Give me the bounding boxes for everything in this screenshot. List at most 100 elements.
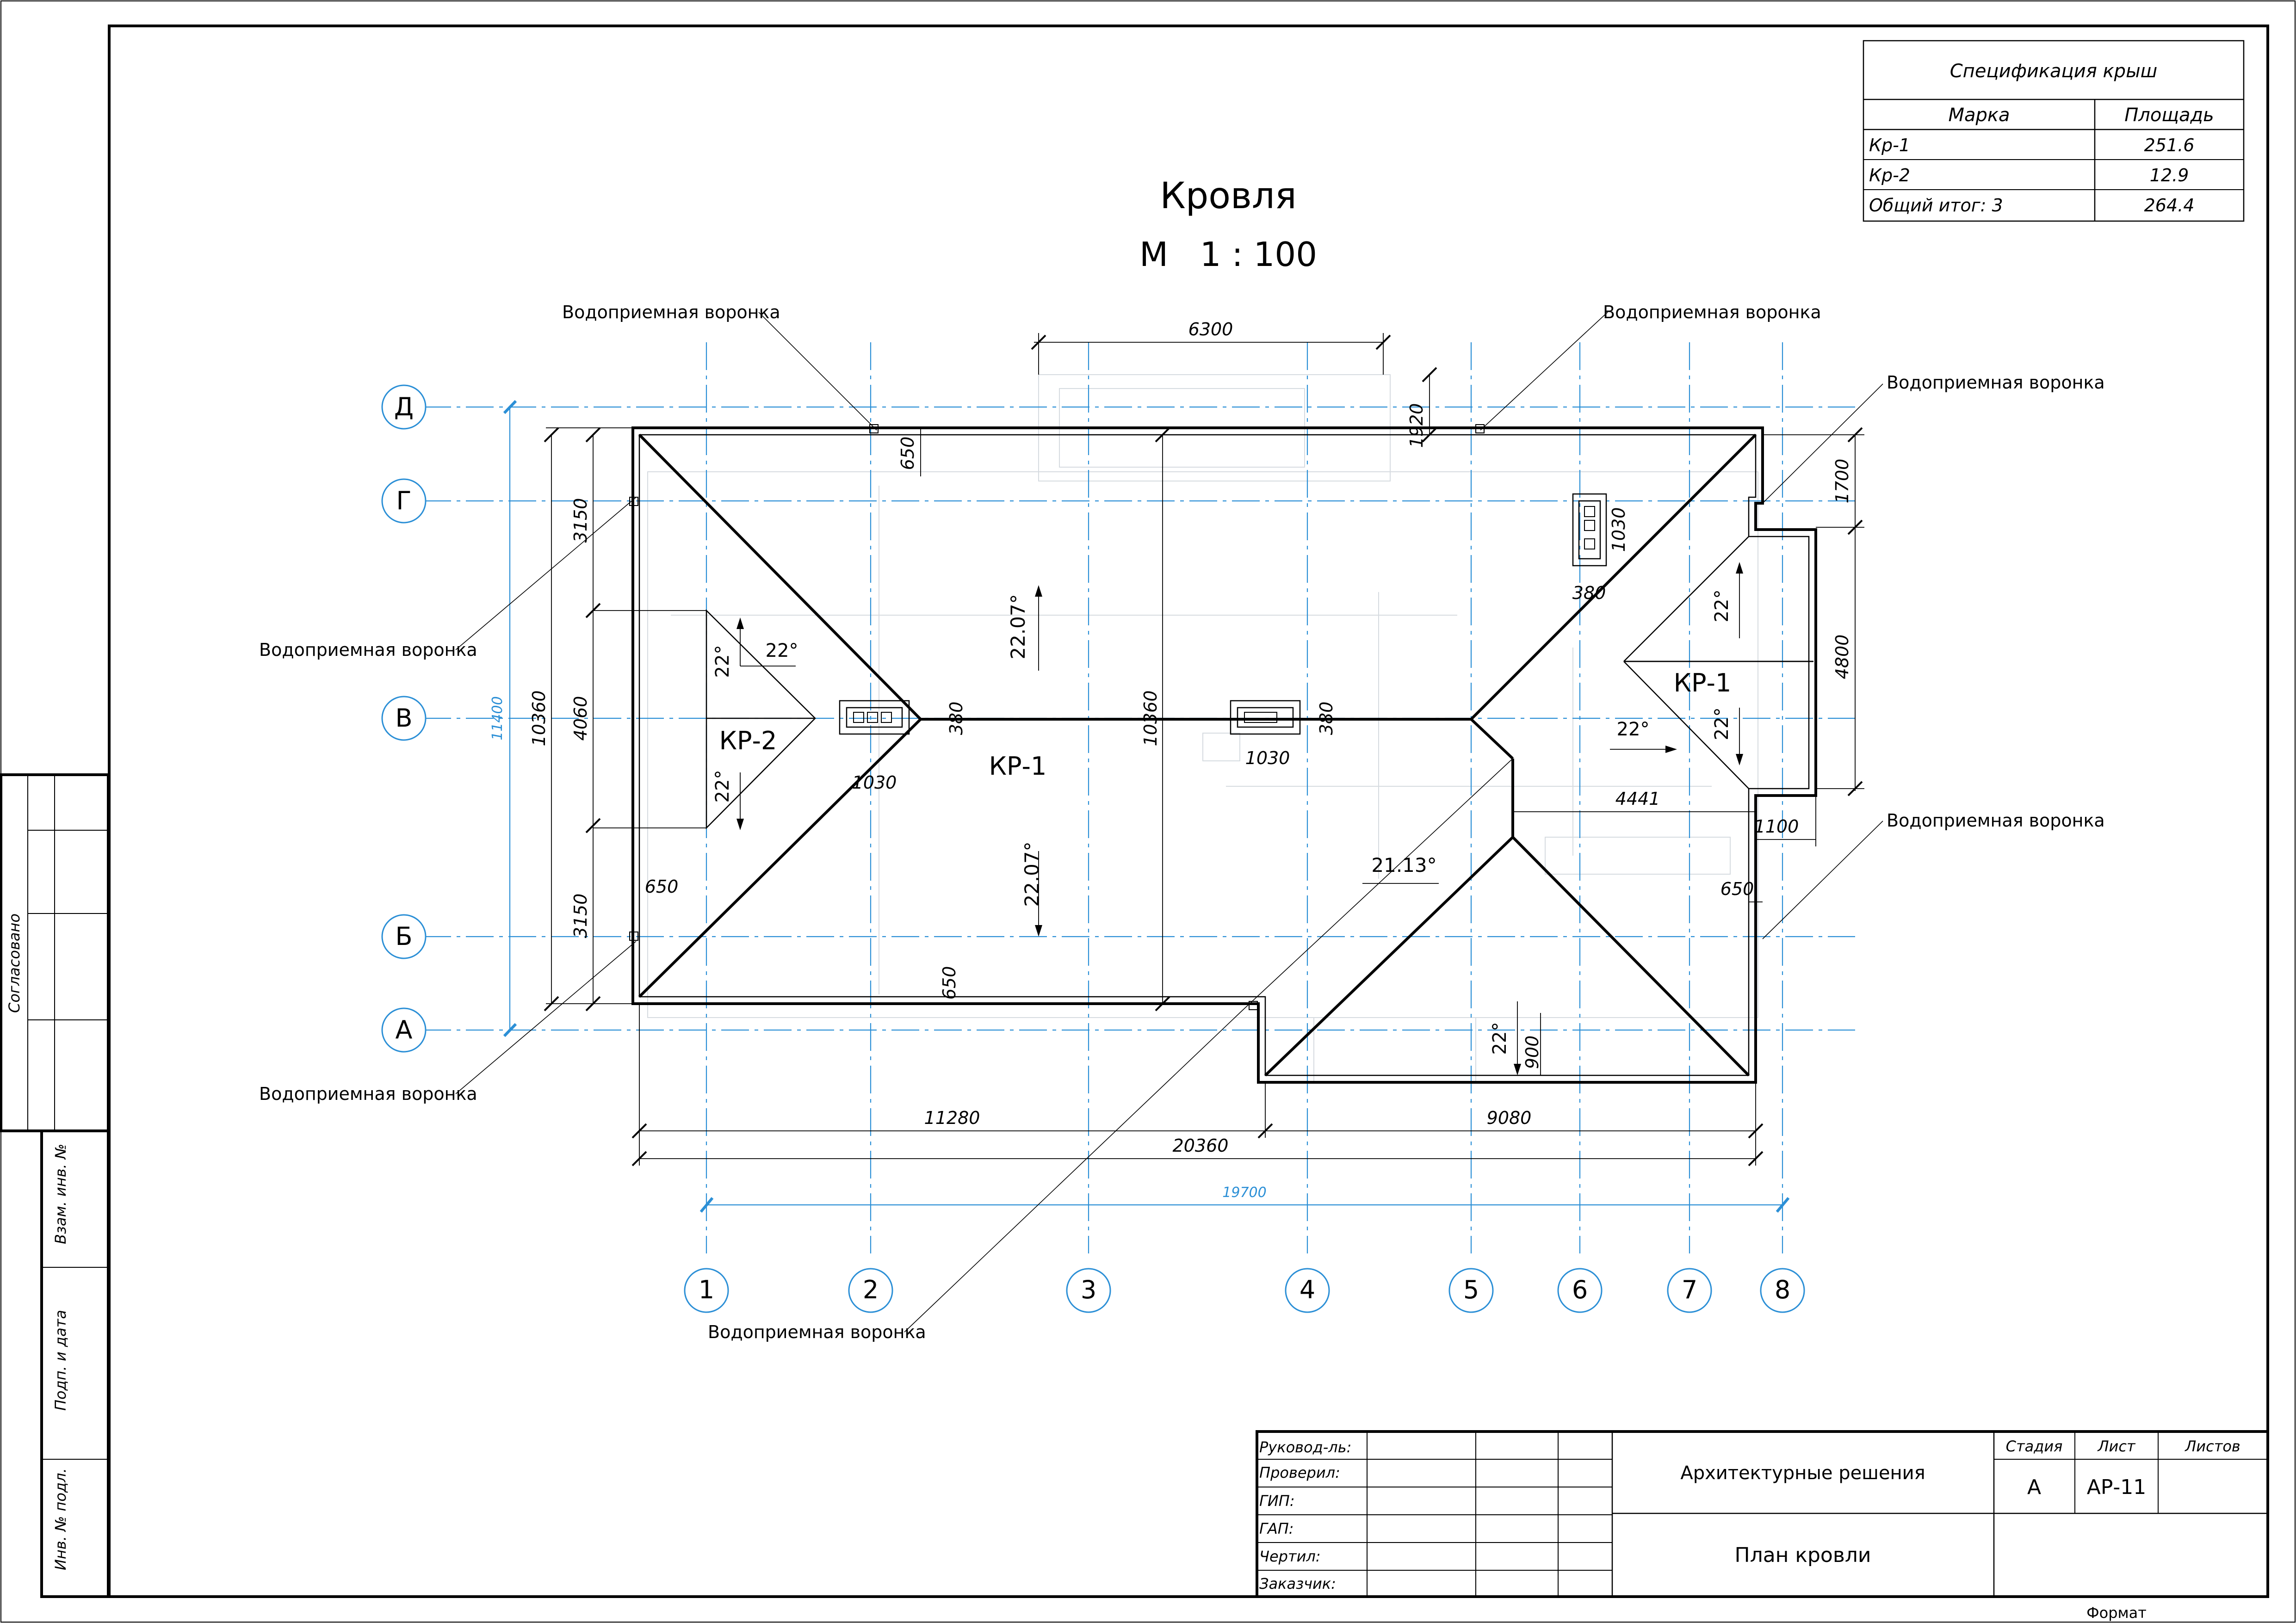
dim-380-mid2: 380	[1316, 702, 1337, 735]
dim-20360: 20360	[1173, 1135, 1229, 1156]
tb-format-label: Формат	[2086, 1604, 2147, 1622]
overall-dim-vertical: 11400	[489, 696, 506, 740]
axis-label-5: 5	[1463, 1275, 1479, 1304]
callout-leaders	[455, 312, 1883, 1333]
callout-drain-top-right: Водоприемная воронка	[1603, 302, 1821, 322]
slope-hip: 21.13°	[1371, 854, 1436, 876]
callout-drain-right-top: Водоприемная воронка	[1887, 372, 2105, 393]
slope-right-horizontal: 22°	[1617, 719, 1650, 740]
dim-1920: 1920	[1406, 403, 1427, 448]
tb-sheet-name: План кровли	[1734, 1543, 1871, 1567]
spec-header-area: Площадь	[2124, 105, 2214, 126]
axis-label-6: 6	[1572, 1275, 1588, 1304]
dim-380-right: 380	[1572, 583, 1606, 603]
drawing-title: Кровля	[1160, 175, 1296, 217]
slope-kr2-horizontal: 22°	[766, 640, 798, 661]
tb-role-checked: Проверил:	[1259, 1464, 1340, 1481]
callout-labels: Водоприемная воронка Водоприемная воронк…	[259, 302, 2105, 1342]
dim-1030-right: 1030	[1609, 507, 1629, 552]
dim-10360-left: 10360	[529, 691, 549, 747]
dim-11280: 11280	[924, 1108, 980, 1128]
slope-kr2-bottom: 22°	[712, 770, 733, 803]
axis-label-3: 3	[1081, 1275, 1096, 1304]
slope-kr2-top: 22°	[712, 645, 733, 678]
axis-label-G: Г	[396, 486, 412, 515]
slope-labels: 22° 22° 22° 22.07° 22.07° 22° 22° 22° 21…	[712, 590, 1733, 1055]
axis-label-2: 2	[863, 1275, 879, 1304]
spec-table-title: Спецификация крыш	[1950, 61, 2158, 82]
roof-label-kr1-main: КР-1	[989, 752, 1047, 781]
tb-role-gap: ГАП:	[1259, 1520, 1294, 1537]
tb-role-gip: ГИП:	[1259, 1492, 1295, 1510]
tb-role-drawn: Чертил:	[1259, 1548, 1321, 1565]
spec-row-mark: Общий итог: 3	[1869, 195, 2003, 216]
axis-label-V: В	[395, 704, 412, 733]
dimension-lines	[544, 333, 1864, 1166]
tb-project: Архитектурные решения	[1680, 1463, 1925, 1484]
side-stamp-sign-date: Подп. и дата	[52, 1310, 69, 1411]
dim-9080: 9080	[1487, 1108, 1532, 1128]
axis-label-8: 8	[1775, 1275, 1790, 1304]
title-block: Руковод-ль: Проверил: ГИП: ГАП: Чертил: …	[1256, 1430, 2269, 1622]
spec-row-area: 264.4	[2144, 195, 2195, 216]
side-stamp-agreed: Согласовано	[6, 913, 23, 1013]
tb-sheets-label: Листов	[2185, 1438, 2240, 1455]
tb-role-client: Заказчик:	[1259, 1575, 1336, 1592]
dimension-text: 6300 1920 650 1700 4800 1030 380 380 380…	[529, 319, 1852, 1156]
callout-drain-right-bottom: Водоприемная воронка	[1887, 810, 2105, 831]
axis-label-B: Б	[395, 922, 412, 951]
axis-bubbles-vertical: 1 2 3 4 5 6 7 8	[684, 1268, 1805, 1313]
spec-row-area: 251.6	[2144, 135, 2195, 155]
tb-sheet-label: Лист	[2097, 1438, 2135, 1455]
roof-outline	[631, 426, 1817, 1084]
dim-3150-top: 3150	[570, 498, 591, 543]
axis-label-A: А	[396, 1015, 413, 1044]
tb-stage-label: Стадия	[2006, 1438, 2063, 1455]
axis-bubbles-horizontal: Д Г В Б А	[381, 384, 427, 1053]
slope-main-bottom: 22.07°	[1021, 841, 1043, 907]
slope-right-bottom: 22°	[1711, 708, 1733, 741]
dim-650-top: 650	[897, 437, 918, 470]
overall-dimensions: 19700 11400	[489, 400, 1790, 1213]
dim-650-left: 650	[645, 876, 679, 897]
dim-3150-bottom: 3150	[570, 894, 591, 938]
spec-table: Спецификация крыш Марка Площадь Кр-1 251…	[1863, 40, 2245, 222]
dim-10360-mid: 10360	[1140, 691, 1161, 747]
callout-drain-left-bottom: Водоприемная воронка	[259, 1084, 477, 1104]
spec-row-mark: Кр-2	[1869, 165, 1910, 185]
dim-1100: 1100	[1754, 816, 1799, 837]
axis-label-1: 1	[699, 1275, 714, 1304]
spec-header-mark: Марка	[1948, 105, 2010, 126]
dim-380-mid1: 380	[946, 702, 966, 735]
axis-label-7: 7	[1682, 1275, 1697, 1304]
side-stamp-inv-orig: Инв. № подл.	[52, 1468, 69, 1570]
dim-1030-mid: 1030	[1245, 748, 1290, 768]
dim-4060: 4060	[570, 696, 591, 741]
callout-drain-bottom: Водоприемная воронка	[708, 1322, 926, 1342]
roof-openings	[839, 493, 1607, 735]
dim-4441: 4441	[1615, 789, 1660, 809]
axis-label-4: 4	[1300, 1275, 1315, 1304]
axis-label-D: Д	[394, 392, 414, 421]
dim-650-right: 650	[1720, 879, 1754, 899]
side-stamp-inv-replace: Взам. инв. №	[52, 1144, 69, 1244]
dim-4800: 4800	[1832, 635, 1852, 679]
dim-900: 900	[1522, 1036, 1542, 1069]
slope-bottom: 22°	[1489, 1022, 1510, 1055]
tb-role-head: Руковод-ль:	[1259, 1438, 1351, 1456]
tb-sheet-value: АР-11	[2087, 1475, 2147, 1499]
slope-right-top: 22°	[1711, 590, 1733, 623]
side-stamp: Согласовано Взам. инв. № Подп. и дата Ин…	[0, 773, 110, 1598]
dim-650-bottom: 650	[939, 966, 959, 1000]
callout-drain-top-left: Водоприемная воронка	[562, 302, 780, 322]
underlay-plan	[647, 374, 1758, 1083]
slope-main-top: 22.07°	[1007, 594, 1029, 659]
roof-label-kr2: КР-2	[719, 726, 777, 755]
overall-dim-horizontal: 19700	[1222, 1185, 1266, 1201]
spec-row-mark: Кр-1	[1869, 135, 1910, 155]
roof-label-kr1-right: КР-1	[1674, 668, 1732, 697]
tb-stage-value: А	[2027, 1475, 2041, 1499]
drawing-scale: М 1 : 100	[1139, 235, 1317, 274]
callout-drain-left-top: Водоприемная воронка	[259, 640, 477, 660]
